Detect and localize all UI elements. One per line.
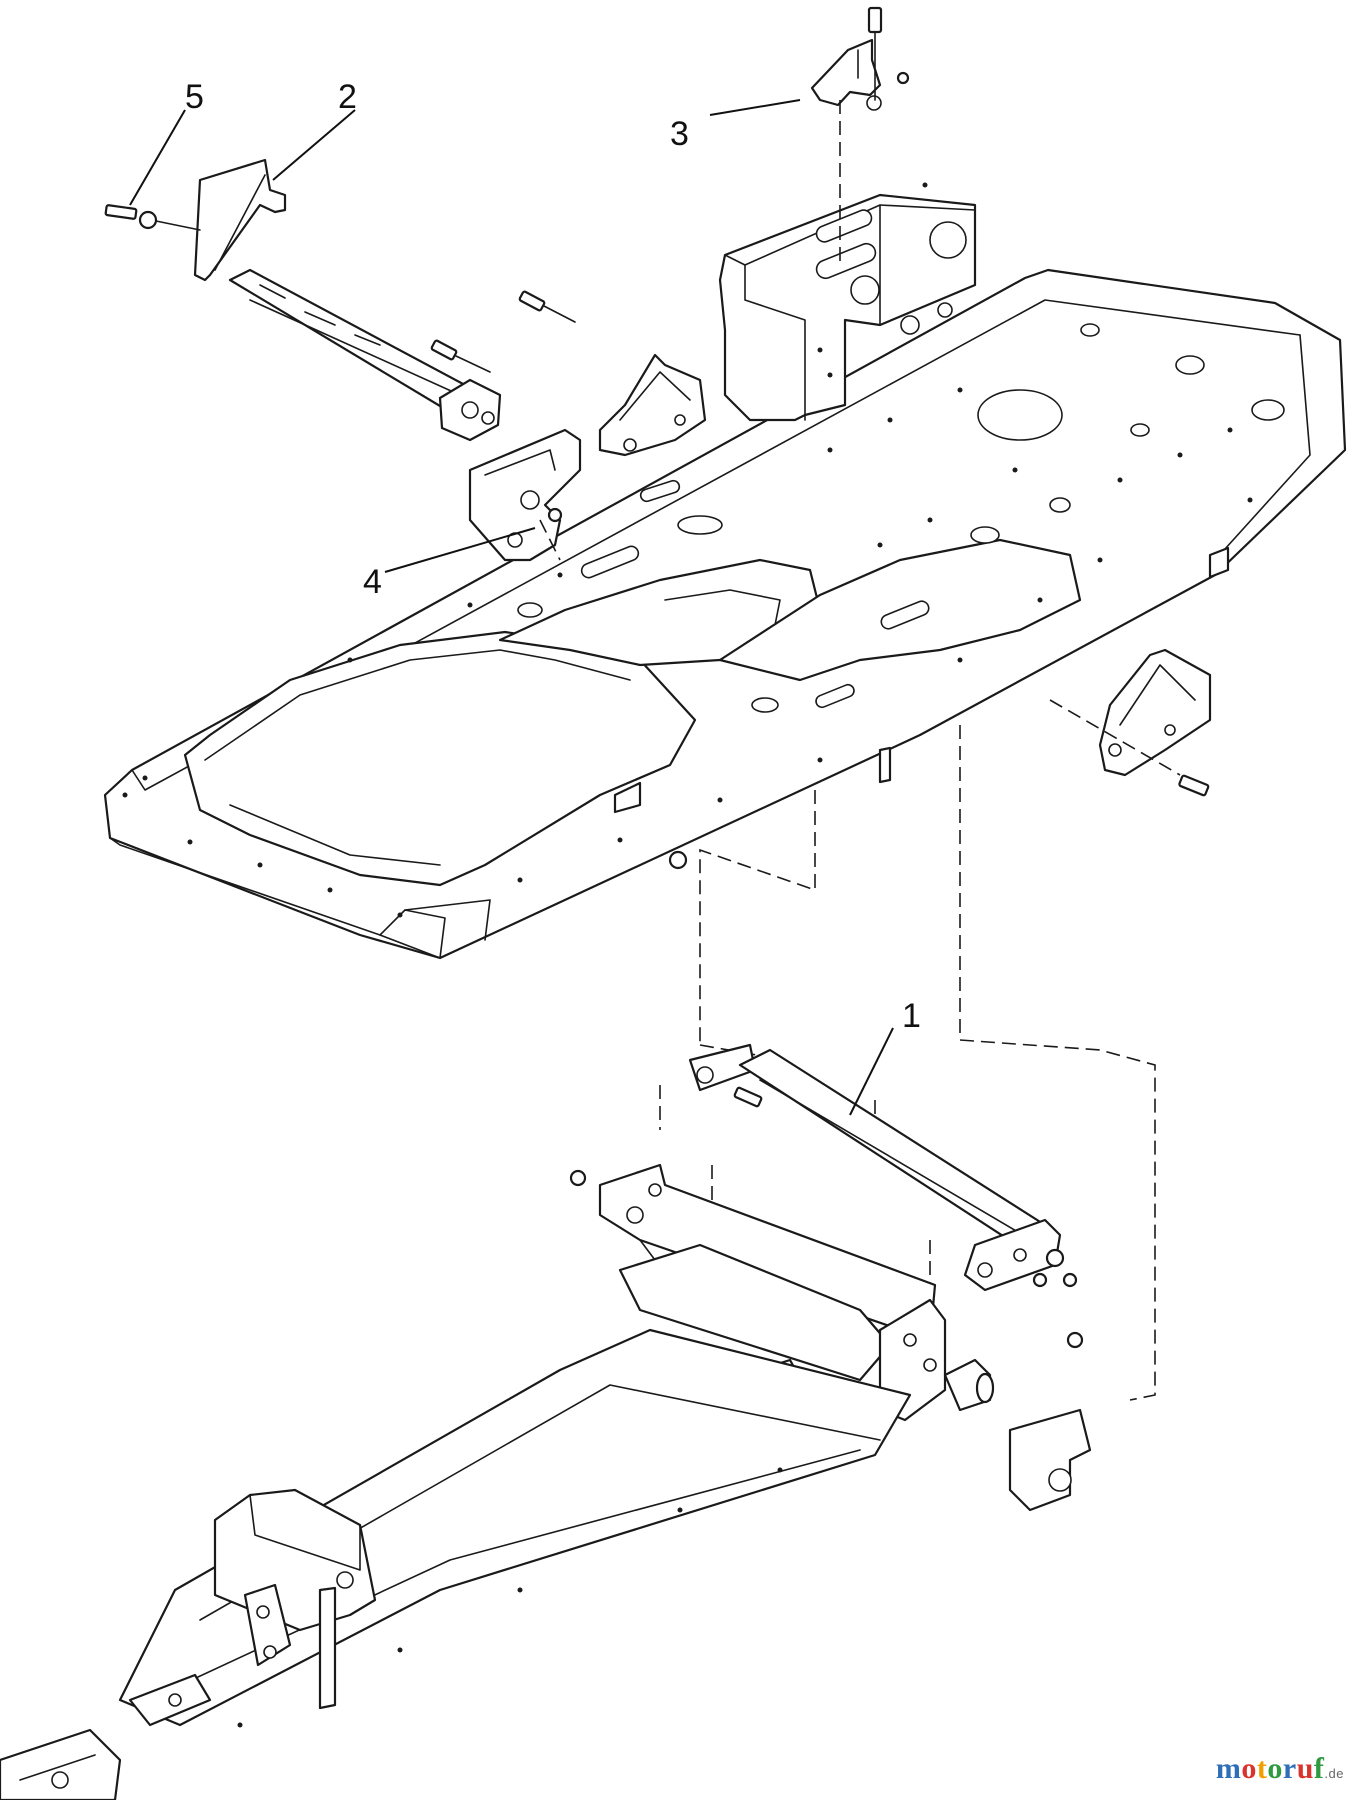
watermark-letter-u: u <box>1296 1752 1314 1785</box>
watermark-letter-o2: o <box>1267 1752 1283 1785</box>
watermark-letter-m: m <box>1215 1752 1242 1785</box>
part-2-rod-bracket <box>104 158 502 442</box>
watermark-letter-f: f <box>1313 1752 1325 1785</box>
callout-4: 4 <box>363 563 382 601</box>
nut-under-frame <box>668 850 688 870</box>
watermark-letter-t: t <box>1256 1752 1268 1785</box>
part-1-axle-assembly <box>0 1043 1092 1800</box>
callout-5: 5 <box>185 78 204 116</box>
leader-lines <box>129 99 894 1116</box>
right-gusset <box>1049 648 1212 797</box>
callout-1: 1 <box>902 997 921 1035</box>
part-4-mount-plate <box>430 290 707 562</box>
callout-2: 2 <box>338 78 357 116</box>
watermark-tld: .de <box>1324 1766 1344 1781</box>
watermark-letter-r: r <box>1282 1752 1297 1785</box>
watermark-logo: motoruf.de <box>1216 1752 1344 1786</box>
watermark-letter-o: o <box>1241 1752 1257 1785</box>
part-3-console-bracket <box>718 6 977 422</box>
callout-3: 3 <box>670 115 689 153</box>
main-frame <box>103 268 1347 960</box>
